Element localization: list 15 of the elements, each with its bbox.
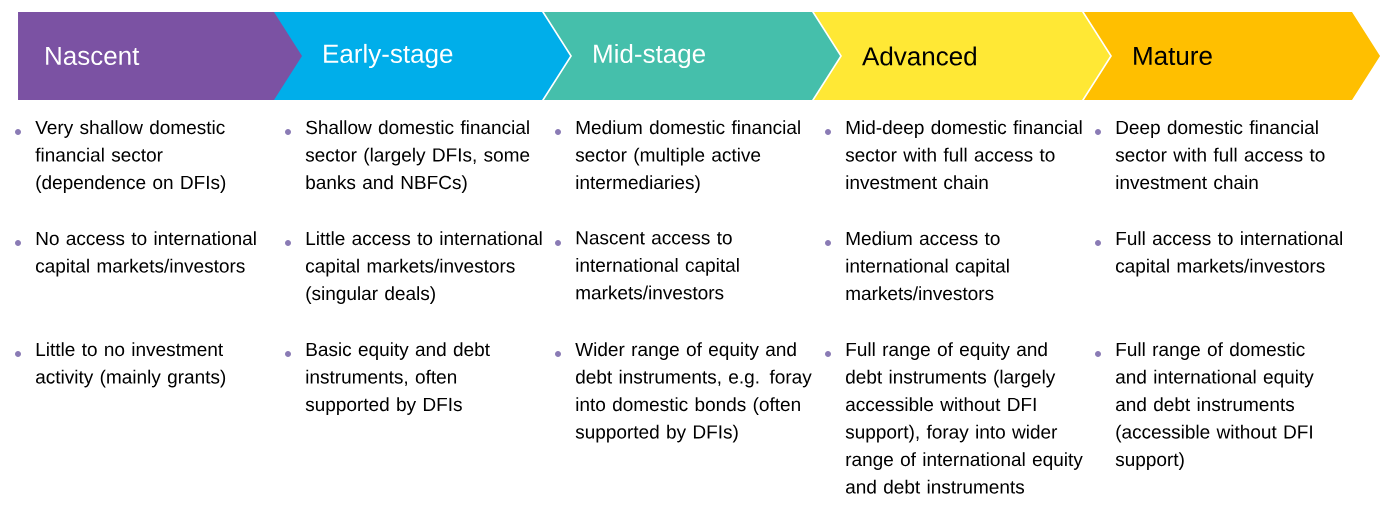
bullet-item: Full range of equity and debt instruments (largely accessible without DFI support), foray into wider range of international equity and debt instruments (825, 342, 1083, 494)
bullet-item: Deep domestic financial sector with full access to investment chain (1095, 120, 1325, 190)
bullet-item: Shallow domestic financial sector (largely DFIs, some banks and NBFCs) (285, 120, 530, 193)
bullet-item: Full range of domestic and international equity and debt instruments (accessible without DFI support) (1095, 342, 1314, 470)
bullet-item: Nascent access to international capital markets/investors (555, 231, 739, 300)
bullet-item: Basic equity and debt instruments, often supported by DFIs (285, 342, 490, 415)
bullet-item: Full access to international capital markets/investors (1095, 231, 1342, 277)
bullet-item: Medium domestic financial sector (multiple active intermediaries) (555, 120, 800, 193)
bullet-item: Little access to international capital markets/investors (singular deals) (285, 231, 542, 304)
bullet-item: Very shallow domestic financial sector (dependence on DFIs) (15, 120, 226, 193)
bullet-item: No access to international capital markets/investors (15, 231, 256, 277)
bullet-item: Little to no investment activity (mainly grants) (15, 342, 226, 388)
bullet-item: Medium access to international capital markets/investors (825, 231, 1009, 301)
bullet-item: Wider range of equity and debt instruments, e.g. foray into domestic bonds (often supported by DFIs) (555, 342, 812, 443)
bullet-item: Mid-deep domestic financial sector with full access to investment chain (825, 120, 1082, 190)
